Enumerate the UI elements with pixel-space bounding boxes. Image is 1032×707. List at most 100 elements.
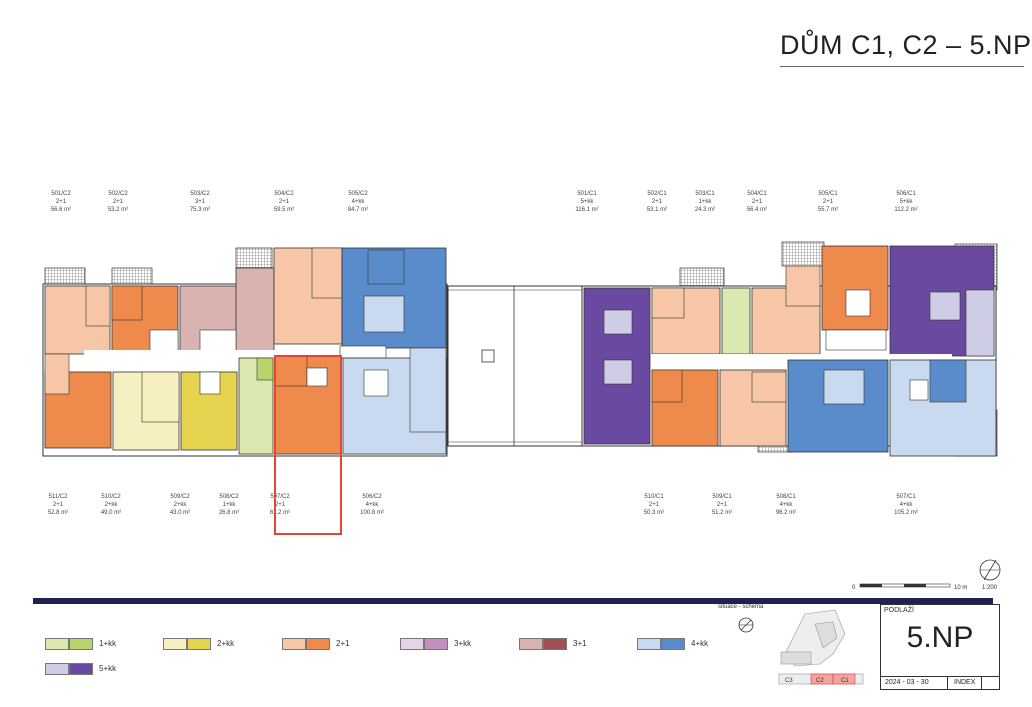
- legend-item-3pluskk: 3+kk: [400, 638, 510, 652]
- scale-ratio: 1:200: [982, 585, 998, 591]
- apartment-area: 96.2 m²: [775, 510, 797, 516]
- apartment-type: 2+1: [716, 502, 728, 508]
- legend-item-3plus1: 3+1: [519, 638, 629, 652]
- legend-swatch-dark: [543, 638, 567, 650]
- scale-ten: 10 m: [954, 585, 968, 591]
- legend-swatch-light: [400, 638, 424, 650]
- divider: [981, 677, 982, 689]
- apartment-type: 2+1: [55, 199, 67, 205]
- apartment-id: 507/C1: [896, 494, 916, 500]
- footer-rule: [33, 598, 993, 604]
- apartment-type: 2+1: [651, 199, 663, 205]
- apartment-id: 504/C1: [747, 191, 767, 197]
- apartment-type: 4+kk: [365, 502, 379, 508]
- floor-label: PODLAŽÍ: [884, 607, 914, 614]
- legend-swatch-light: [45, 663, 69, 675]
- legend-swatch-dark: [661, 638, 685, 650]
- apartment-type: 2+1: [52, 502, 64, 508]
- legend-swatch-light: [163, 638, 187, 650]
- apartment-area: 100.8 m²: [360, 510, 384, 516]
- title-rule: [780, 66, 1024, 67]
- apt-top-501-c1: 501/C1 5+kk 116.1 m²: [557, 190, 617, 214]
- scale-zero: 0: [852, 585, 856, 591]
- apartment-area: 56.4 m²: [746, 207, 768, 213]
- apartment-id: 503/C1: [695, 191, 715, 197]
- legend-swatch-light: [45, 638, 69, 650]
- apartment-id: 510/C1: [644, 494, 664, 500]
- legend-label: 5+kk: [99, 664, 117, 673]
- scale-bar: [859, 583, 951, 588]
- apt-bottom-508-c2: 508/C2 1+kk 26.8 m²: [199, 493, 259, 517]
- apartment-area: 84.7 m²: [347, 207, 369, 213]
- apartment-area: 43.0 m²: [169, 510, 191, 516]
- legend-label: 3+kk: [454, 639, 472, 648]
- apartment-area: 75.3 m²: [189, 207, 211, 213]
- site-tag-c3: C3: [785, 678, 793, 684]
- legend-item-5pluskk: 5+kk: [45, 663, 155, 677]
- floor-info-box: PODLAŽÍ 5.NP 2024 - 03 - 30 INDEX: [880, 604, 1000, 690]
- legend-item-4pluskk: 4+kk: [637, 638, 747, 652]
- apartment-area: 116.1 m²: [575, 207, 599, 213]
- apartment-area: 61.2 m²: [269, 510, 291, 516]
- apartment-id: 501/C1: [577, 191, 597, 197]
- highlight-507-c2: [274, 355, 342, 535]
- apartment-type: 2+1: [112, 199, 124, 205]
- site-schematic: C2 C1 C3: [778, 609, 864, 685]
- legend-swatch-dark: [424, 638, 448, 650]
- floor-plan: [42, 241, 1001, 588]
- legend-label: 3+1: [573, 639, 587, 648]
- apartment-id: 501/C2: [51, 191, 71, 197]
- apartment-area: 49.0 m²: [100, 510, 122, 516]
- apartment-id: 511/C2: [48, 494, 68, 500]
- apartment-id: 508/C2: [219, 494, 239, 500]
- apartment-type: 5+kk: [899, 199, 913, 205]
- apartment-area: 50.3 m²: [643, 510, 665, 516]
- legend-label: 4+kk: [691, 639, 709, 648]
- page-title: DŮM C1, C2 – 5.NP: [780, 30, 1032, 60]
- floor-box-footer: 2024 - 03 - 30 INDEX: [881, 676, 999, 689]
- apartment-id: 502/C1: [647, 191, 667, 197]
- apartment-id: 510/C2: [101, 494, 121, 500]
- apartment-id: 506/C2: [362, 494, 382, 500]
- apartment-id: 503/C2: [190, 191, 210, 197]
- apt-bottom-506-c2: 506/C2 4+kk 100.8 m²: [342, 493, 402, 517]
- apt-top-504-c1: 504/C1 2+1 56.4 m²: [727, 190, 787, 214]
- apartment-area: 53.2 m²: [107, 207, 129, 213]
- apartment-id: 504/C2: [274, 191, 294, 197]
- legend-label: 1+kk: [99, 639, 117, 648]
- apartment-type: 4+kk: [779, 502, 793, 508]
- legend-swatch-light: [282, 638, 306, 650]
- apartment-type: 2+1: [751, 199, 763, 205]
- legend-swatch-dark: [306, 638, 330, 650]
- apartment-type: 2+kk: [173, 502, 187, 508]
- situation-label: situace - schéma: [718, 604, 764, 610]
- apartment-type: 3+1: [194, 199, 206, 205]
- apartment-id: 508/C1: [776, 494, 796, 500]
- apartment-type: 2+1: [274, 502, 286, 508]
- apt-top-503-c2: 503/C2 3+1 75.3 m²: [170, 190, 230, 214]
- apartment-area: 24.3 m²: [694, 207, 716, 213]
- apartment-type: 1+kk: [222, 502, 236, 508]
- apartment-area: 55.7 m²: [817, 207, 839, 213]
- apartment-area: 26.8 m²: [218, 510, 240, 516]
- legend-swatch-dark: [69, 663, 93, 675]
- north-arrow-icon: [979, 559, 1001, 581]
- apartment-type: 5+kk: [580, 199, 594, 205]
- apartment-area: 105.2 m²: [894, 510, 918, 516]
- apartment-area: 56.6 m²: [50, 207, 72, 213]
- issue-date: 2024 - 03 - 30: [885, 679, 929, 686]
- compass-icon: [738, 617, 754, 633]
- legend-swatch-light: [519, 638, 543, 650]
- apartment-id: 509/C1: [712, 494, 732, 500]
- legend-item-1pluskk: 1+kk: [45, 638, 155, 652]
